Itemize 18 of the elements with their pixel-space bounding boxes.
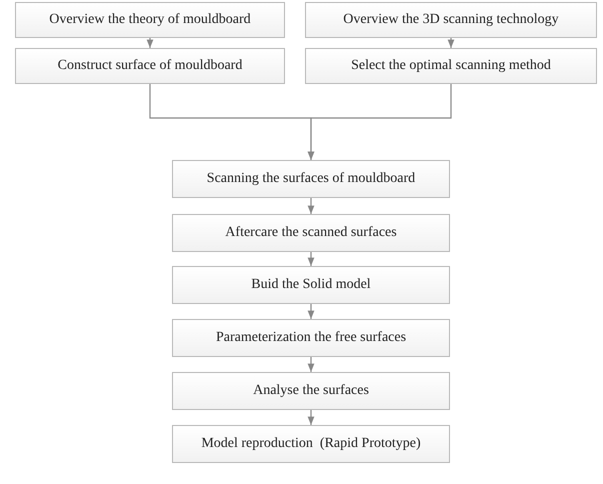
process-box: Construct surface of mouldboard: [15, 48, 285, 84]
process-box: Analyse the surfaces: [172, 372, 450, 410]
arrow: [308, 252, 314, 266]
process-box: Select the optimal scanning method: [305, 48, 597, 84]
process-box: Parameterization the free surfaces: [172, 319, 450, 357]
arrow: [448, 38, 454, 48]
process-box: Overview the theory of mouldboard: [15, 2, 285, 38]
process-box: Scanning the surfaces of mouldboard: [172, 160, 450, 198]
process-box: Overview the 3D scanning technology: [305, 2, 597, 38]
arrow: [308, 198, 314, 214]
process-box: Buid the Solid model: [172, 266, 450, 304]
process-box: Model reproduction (Rapid Prototype): [172, 425, 450, 463]
arrow: [308, 357, 314, 372]
arrow: [146, 38, 154, 48]
process-box: Aftercare the scanned surfaces: [172, 214, 450, 252]
arrow: [308, 304, 314, 319]
arrow: [308, 410, 314, 425]
arrow: [308, 84, 452, 160]
